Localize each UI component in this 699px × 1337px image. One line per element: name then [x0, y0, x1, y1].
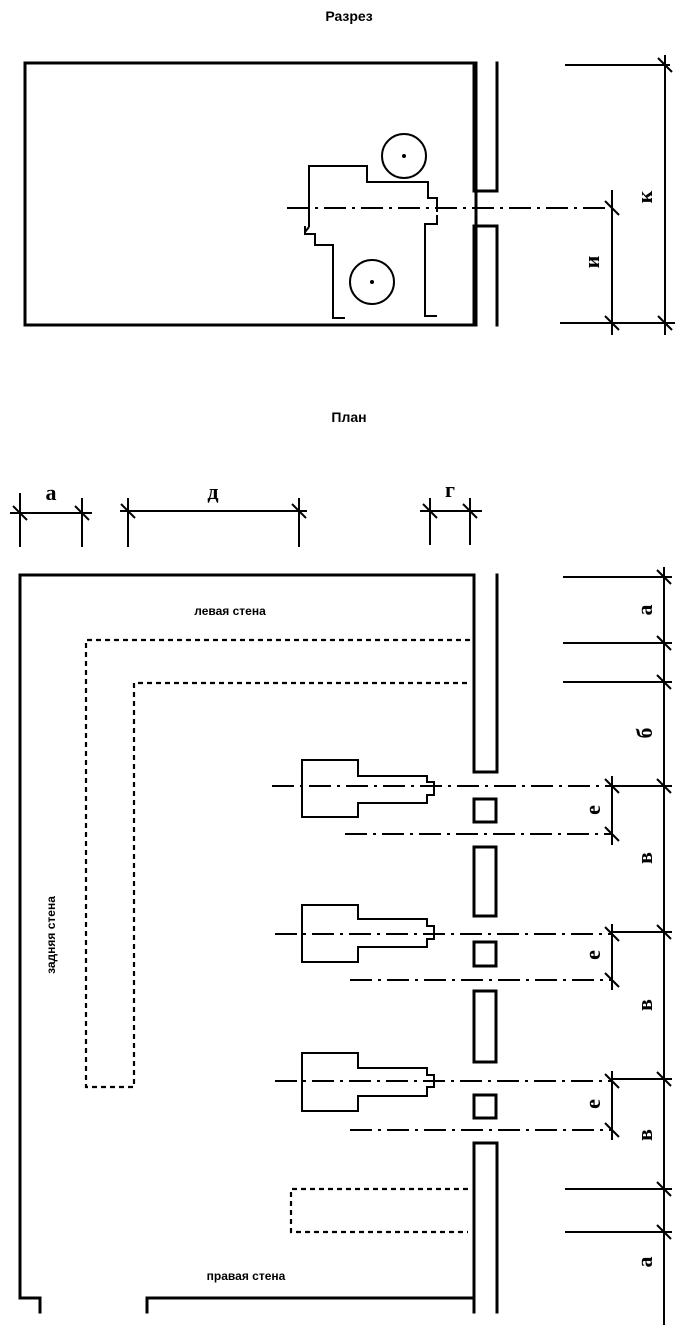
plan-axes — [272, 785, 612, 1131]
section-wall-upper — [472, 61, 499, 193]
dim-tick — [604, 778, 620, 794]
dim-right-e-label: е — [580, 805, 605, 815]
wall-label-back: задняя стена — [44, 896, 58, 974]
section-circle-lower-center — [370, 280, 374, 284]
dim-top-d-label: д — [207, 479, 218, 504]
section-equipment-drop — [304, 226, 310, 233]
dim-tick — [120, 503, 136, 519]
section-circle-upper — [381, 133, 427, 179]
section-dim-k-label: к — [632, 190, 657, 203]
dim-tick — [74, 505, 90, 521]
dim-tick — [604, 972, 620, 988]
section-view: Разрез к и — [23, 8, 675, 335]
equipment-body — [301, 1052, 435, 1112]
dim-tick — [12, 505, 28, 521]
front-wall-pier — [472, 989, 498, 1064]
plan-view: План а д г левая стена задняя стен — [10, 409, 672, 1325]
dim-tick — [422, 503, 438, 519]
dim-right-v-label: в — [632, 852, 657, 864]
dim-tick — [604, 826, 620, 842]
plan-title: План — [331, 409, 366, 425]
dim-right-v-label: в — [632, 999, 657, 1011]
dim-top-g-label: г — [445, 477, 455, 502]
section-equipment-upper — [308, 165, 438, 227]
plan-equipment-1 — [301, 759, 435, 818]
plan-equipment-3 — [301, 1052, 435, 1112]
equipment-body — [301, 904, 435, 963]
wall-label-right: правая стена — [207, 1269, 286, 1283]
dim-right-v-label: в — [632, 1129, 657, 1141]
front-wall-segment — [472, 573, 499, 774]
dim-tick — [656, 1181, 672, 1197]
plan-dashed-zone-outer — [84, 638, 470, 1089]
dim-tick — [656, 778, 672, 794]
dim-right-e-label: е — [580, 1099, 605, 1109]
section-equipment-right — [424, 215, 438, 317]
dim-tick — [604, 1122, 620, 1138]
dim-tick — [462, 503, 478, 519]
dim-right-a-top-label: а — [632, 605, 657, 616]
section-circle-lower — [349, 259, 395, 305]
section-equipment-lower — [304, 226, 345, 319]
plan-room-outline — [18, 573, 476, 1314]
front-wall-pier — [472, 1093, 498, 1120]
dim-tick — [604, 926, 620, 942]
dim-right-a-bottom-label: а — [632, 1257, 657, 1268]
section-wall-lower — [472, 224, 499, 327]
section-tick — [657, 315, 673, 331]
dim-right-e-label: е — [580, 950, 605, 960]
dim-tick — [656, 924, 672, 940]
plan-top-dimensions: а д г — [10, 477, 482, 547]
section-circle-upper-center — [402, 154, 406, 158]
section-room-outline — [23, 61, 478, 327]
dim-right-b-label: б — [632, 728, 657, 739]
front-wall-pier — [472, 845, 498, 918]
equipment-body — [301, 759, 435, 818]
dim-tick — [656, 674, 672, 690]
section-tick — [604, 200, 620, 216]
plan-dashed-zone-lower — [289, 1187, 468, 1234]
dim-tick — [656, 1071, 672, 1087]
plan-front-wall — [472, 573, 499, 1314]
plan-right-dimensions: а б е в е в е в а — [563, 567, 672, 1325]
plan-equipment-2 — [301, 904, 435, 963]
front-wall-pier — [472, 940, 498, 968]
dim-tick — [604, 1073, 620, 1089]
dim-tick — [656, 569, 672, 585]
dim-top-a-label: а — [46, 480, 57, 505]
wall-label-left: левая стена — [194, 604, 266, 618]
dim-tick — [291, 503, 307, 519]
section-tick — [604, 315, 620, 331]
section-dim-i-label: и — [579, 255, 604, 268]
section-title: Разрез — [325, 8, 372, 24]
front-wall-segment — [472, 1141, 499, 1314]
front-wall-pier — [472, 797, 498, 824]
dim-tick — [656, 1224, 672, 1240]
section-tick — [657, 57, 673, 73]
dim-tick — [656, 635, 672, 651]
